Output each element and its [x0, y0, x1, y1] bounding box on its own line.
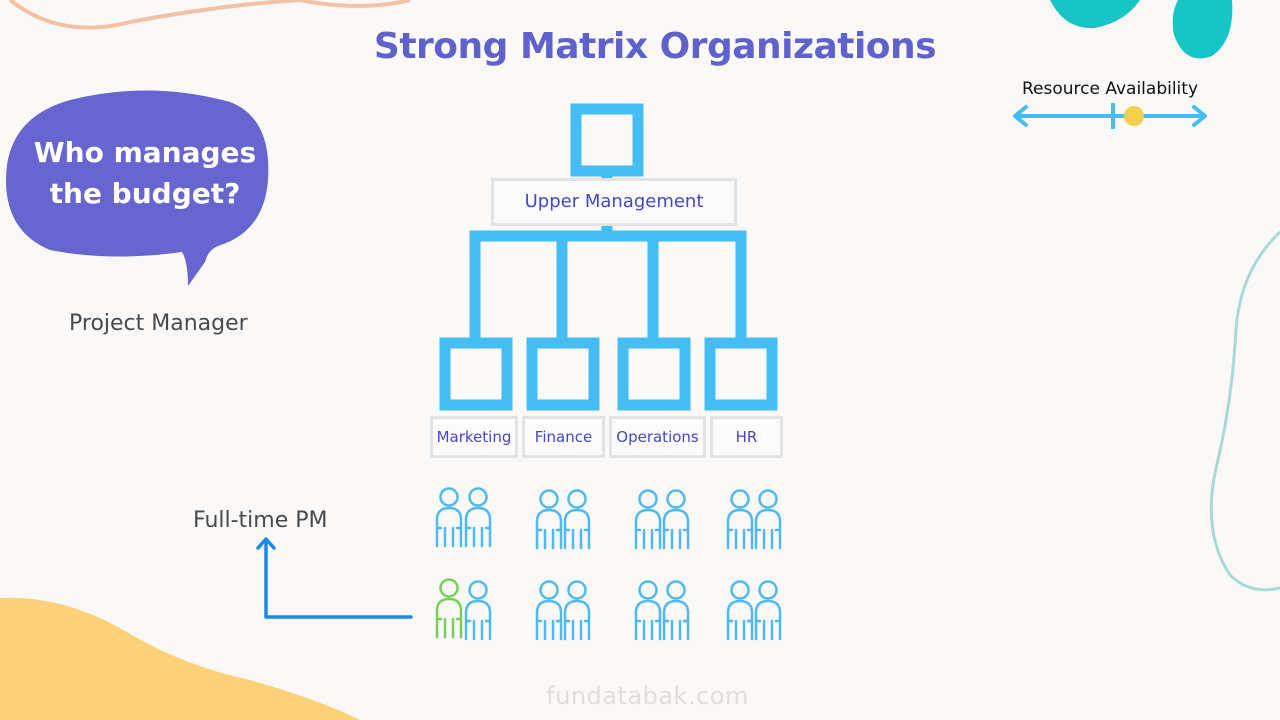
- decor-teal-blob: [1050, 0, 1140, 29]
- people-group-icon: [435, 487, 492, 548]
- dept-node-square-marketing: [439, 337, 513, 411]
- dept-node-square-hr: [704, 337, 778, 411]
- people-group-icon: [726, 489, 782, 550]
- dept-box-operations: Operations: [609, 416, 706, 458]
- arrow-left-icon: [1013, 105, 1028, 127]
- people-group-icon: [634, 580, 690, 641]
- people-group-icon: [535, 580, 591, 641]
- full-time-pm-arrow: [256, 537, 413, 619]
- page-title: Strong Matrix Organizations: [373, 26, 937, 67]
- dept-node-square-operations: [617, 337, 691, 411]
- upper-management-box: Upper Management: [491, 178, 737, 226]
- dept-box-marketing: Marketing: [430, 416, 518, 458]
- decor-peach-curve-2: [299, 0, 411, 8]
- speech-bubble-shape: [6, 90, 269, 286]
- arrow-right-icon: [1192, 105, 1207, 127]
- availability-marker: [1124, 106, 1144, 126]
- decor-teal-blob-2: [1172, 0, 1233, 59]
- resource-availability-label: Resource Availability: [1021, 79, 1199, 99]
- full-time-pm-person-icon: [435, 578, 492, 641]
- bubble-question: Who manages the budget?: [33, 136, 257, 210]
- dept-box-hr: HR: [710, 416, 783, 458]
- decor-peach-curve: [8, 0, 301, 30]
- full-time-pm-label: Full-time PM: [193, 508, 328, 533]
- footer-watermark: fundatabak.com: [546, 682, 749, 710]
- people-group-icon: [634, 489, 690, 550]
- arrow-up-icon: [256, 537, 276, 550]
- decor-yellow-blob: [0, 597, 360, 720]
- people-group-icon: [535, 489, 591, 550]
- dept-box-finance: Finance: [522, 416, 605, 458]
- dept-node-square-finance: [526, 337, 600, 411]
- branch-bar: [469, 230, 747, 340]
- decor-aqua-curve: [1209, 230, 1280, 592]
- project-manager-label: Project Manager: [69, 311, 248, 336]
- people-group-icon: [726, 580, 782, 641]
